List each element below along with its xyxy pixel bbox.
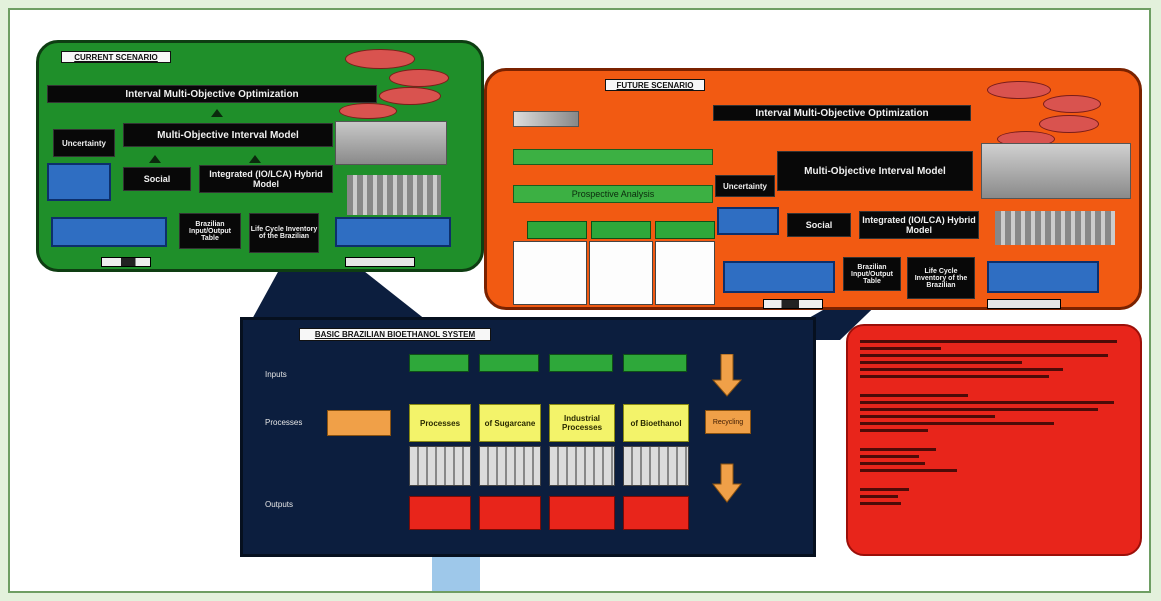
text-line xyxy=(860,429,928,432)
current-brazilian-io: Brazilian Input/Output Table xyxy=(179,213,241,249)
figure-frame: CURRENT SCENARIO Interval Multi-Objectiv… xyxy=(8,8,1151,593)
future-scenario-tag: FUTURE SCENARIO xyxy=(605,79,705,91)
text-line xyxy=(860,347,941,350)
text-line xyxy=(860,408,1098,411)
future-lci: Life Cycle Inventory of the Brazilian xyxy=(907,257,975,299)
current-optimization-bar: Interval Multi-Objective Optimization xyxy=(47,85,377,103)
stage-1-process: Processes xyxy=(409,404,471,442)
description-panel xyxy=(846,324,1142,556)
stage-2-process: of Sugarcane xyxy=(479,404,541,442)
stage-3-input xyxy=(549,354,613,372)
text-line xyxy=(860,455,920,458)
future-card-head-1 xyxy=(527,221,587,239)
text-line xyxy=(860,394,968,397)
stage-4-output xyxy=(623,496,689,530)
text-line xyxy=(860,375,1049,378)
outputs-label: Outputs xyxy=(265,500,294,509)
current-legend-strip-2 xyxy=(345,257,415,267)
stage-3-output xyxy=(549,496,615,530)
flow-arrow-down-2 xyxy=(711,463,743,503)
current-arrow-1 xyxy=(211,109,223,117)
future-card-3 xyxy=(655,241,715,305)
current-legend-strip xyxy=(101,257,151,267)
current-social-box: Social xyxy=(123,167,191,191)
current-scenario-tag: CURRENT SCENARIO xyxy=(61,51,171,63)
stage-2-output xyxy=(479,496,541,530)
stage-1-image xyxy=(409,446,471,486)
process-label: Processes xyxy=(265,418,303,427)
text-line xyxy=(860,415,995,418)
future-card-1 xyxy=(513,241,587,305)
future-ellipse-1 xyxy=(987,81,1051,99)
inputs-label: Inputs xyxy=(265,370,287,379)
flow-arrows xyxy=(711,354,743,503)
bioethanol-title-tag: BASIC BRAZILIAN BIOETHANOL SYSTEM xyxy=(299,328,491,341)
future-table-thumb xyxy=(981,143,1131,199)
current-integrated-box: Integrated (IO/LCA) Hybrid Model xyxy=(199,165,333,193)
current-moim-box: Multi-Objective Interval Model xyxy=(123,123,333,147)
current-ellipse-2 xyxy=(389,69,449,87)
current-env-ellipse xyxy=(345,49,415,69)
current-table-thumb xyxy=(335,121,447,165)
text-line xyxy=(860,354,1109,357)
current-arrow-2 xyxy=(149,155,161,163)
current-arrow-3 xyxy=(249,155,261,163)
text-line xyxy=(860,462,925,465)
future-legend-strip-2 xyxy=(987,299,1061,309)
current-uncertainty: Uncertainty xyxy=(53,129,115,157)
bioethanol-system-panel: BASIC BRAZILIAN BIOETHANOL SYSTEM Inputs… xyxy=(240,317,816,557)
stage-3-process: Industrial Processes xyxy=(549,404,615,442)
stage-2-image xyxy=(479,446,541,486)
text-line xyxy=(860,469,958,472)
stage-1-input xyxy=(409,354,469,372)
text-line xyxy=(860,495,898,498)
future-brazilian-io: Brazilian Input/Output Table xyxy=(843,257,901,291)
flow-arrow-down-1 xyxy=(711,354,743,397)
future-legend-strip xyxy=(763,299,823,309)
future-prospective-bar: Prospective Analysis xyxy=(513,185,713,203)
text-line xyxy=(860,502,901,505)
future-uncertainty: Uncertainty xyxy=(715,175,775,197)
current-scenario-panel: CURRENT SCENARIO Interval Multi-Objectiv… xyxy=(36,40,484,272)
future-card-head-3 xyxy=(655,221,715,239)
text-line xyxy=(860,422,1055,425)
current-blue-2 xyxy=(51,217,167,247)
stage-4-image xyxy=(623,446,689,486)
future-icons-thumb xyxy=(995,211,1115,245)
text-line xyxy=(860,401,1114,404)
future-optimization-bar: Interval Multi-Objective Optimization xyxy=(713,105,971,121)
future-moim-box: Multi-Objective Interval Model xyxy=(777,151,973,191)
stage-1-output xyxy=(409,496,471,530)
description-lines xyxy=(860,336,1130,509)
text-line xyxy=(860,368,1063,371)
stage-2-input xyxy=(479,354,539,372)
future-blue-1 xyxy=(717,207,779,235)
future-small-thumb xyxy=(513,111,579,127)
current-ellipse-3 xyxy=(379,87,441,105)
future-integrated-box: Integrated (IO/LCA) Hybrid Model xyxy=(859,211,979,239)
current-blue-1 xyxy=(47,163,111,201)
future-blue-3 xyxy=(987,261,1099,293)
future-card-head-2 xyxy=(591,221,651,239)
recycling-box: Recycling xyxy=(705,410,751,434)
future-card-2 xyxy=(589,241,653,305)
text-line xyxy=(860,361,1022,364)
stage-4-process: of Bioethanol xyxy=(623,404,689,442)
future-scenario-panel: FUTURE SCENARIO Interval Multi-Objective… xyxy=(484,68,1142,310)
current-icons-thumb xyxy=(347,175,441,215)
future-social-box: Social xyxy=(787,213,851,237)
future-ellipse-3 xyxy=(1039,115,1099,133)
future-ellipse-2 xyxy=(1043,95,1101,113)
production-box xyxy=(327,410,391,436)
text-line xyxy=(860,340,1117,343)
text-line xyxy=(860,448,936,451)
future-uncertainty-bar xyxy=(513,149,713,165)
current-lci: Life Cycle Inventory of the Brazilian xyxy=(249,213,319,253)
stage-4-input xyxy=(623,354,687,372)
text-line xyxy=(860,488,909,491)
current-blue-3 xyxy=(335,217,451,247)
future-blue-2 xyxy=(723,261,835,293)
current-ellipse-4 xyxy=(339,103,397,119)
stage-3-image xyxy=(549,446,615,486)
